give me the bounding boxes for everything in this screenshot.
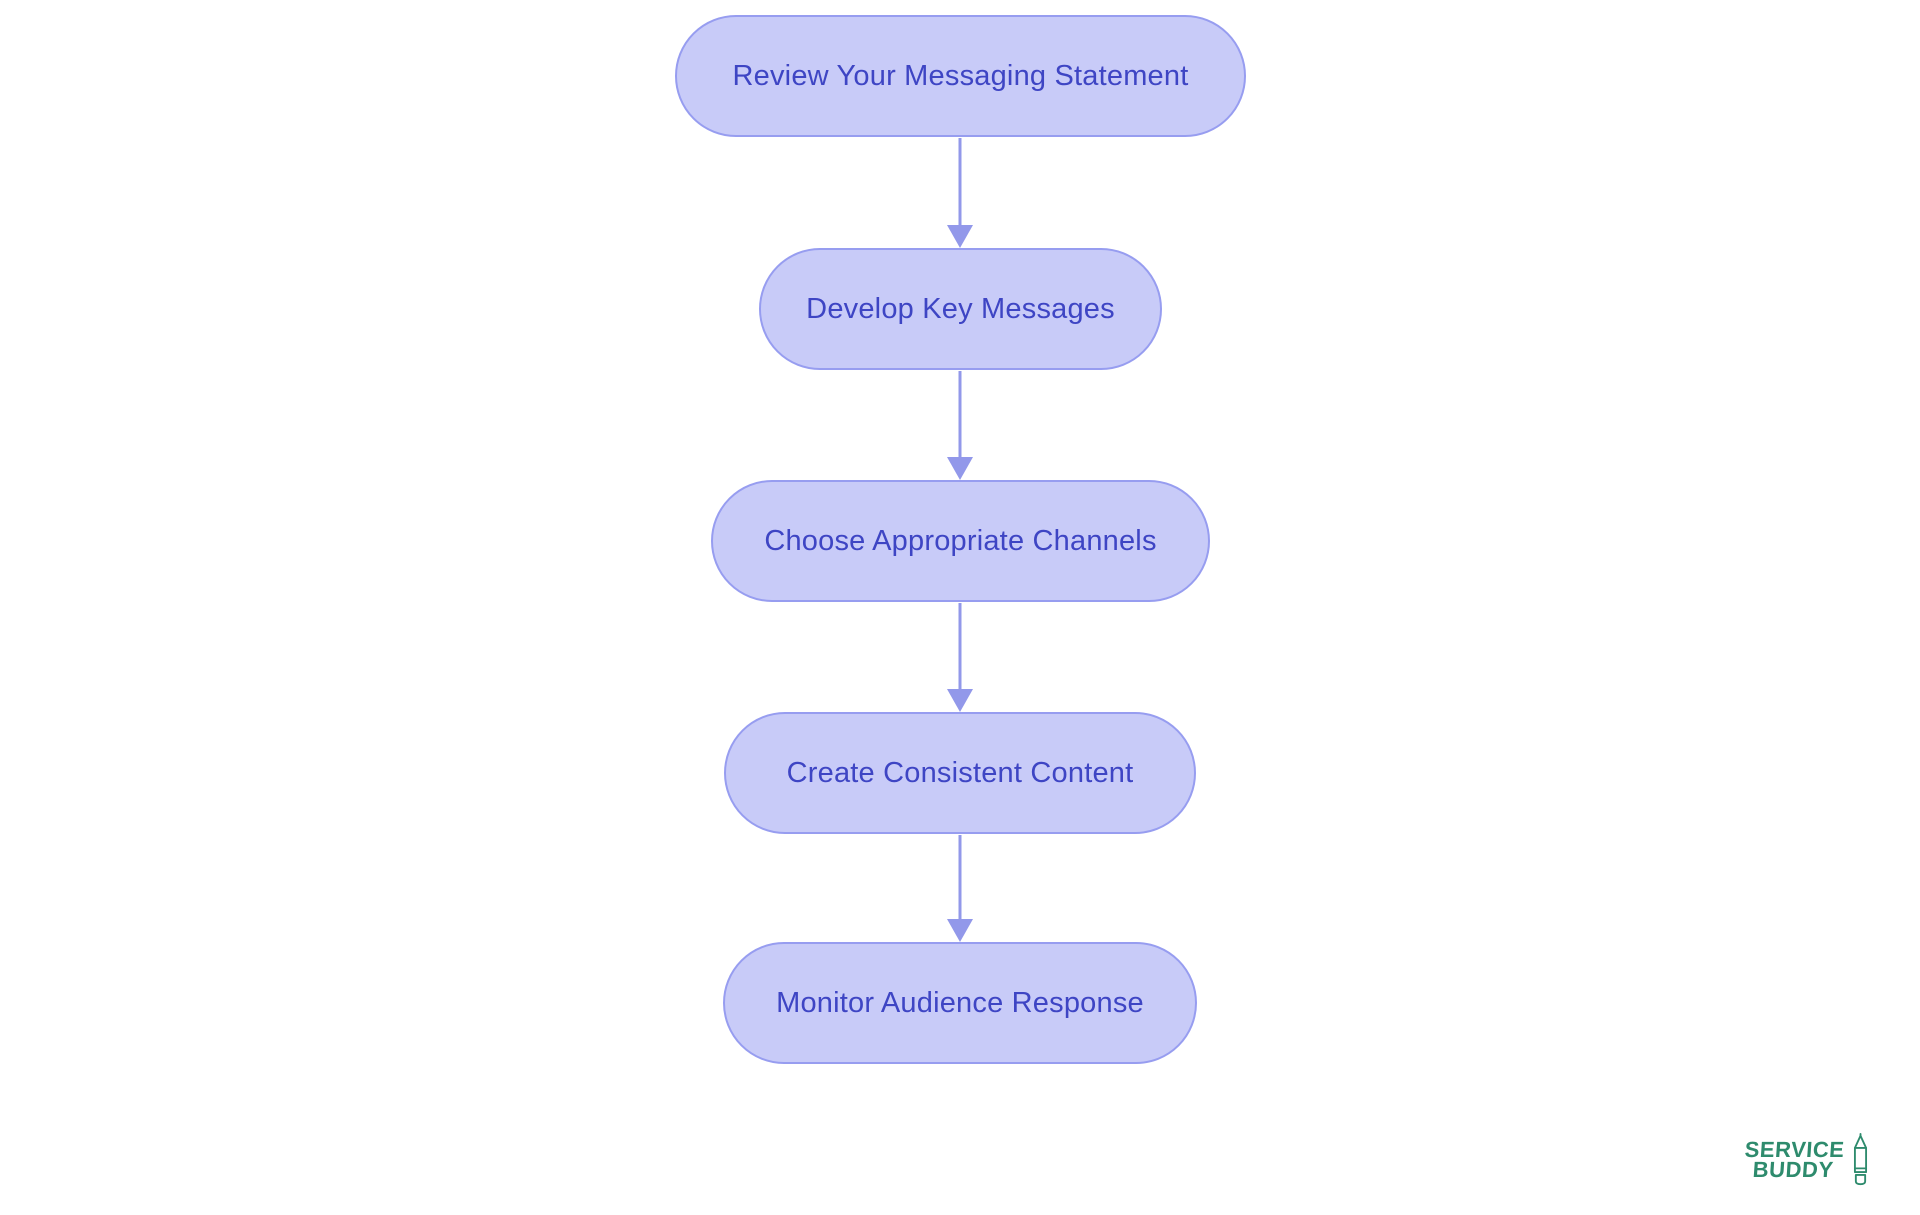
node-label: Create Consistent Content bbox=[786, 756, 1134, 789]
node-label: Develop Key Messages bbox=[806, 292, 1115, 325]
logo-line2: BUDDY bbox=[1752, 1157, 1835, 1182]
node-label: Choose Appropriate Channels bbox=[764, 524, 1157, 557]
flow-node-review-messaging-statement: Review Your Messaging Statement bbox=[675, 15, 1246, 137]
flow-node-develop-key-messages: Develop Key Messages bbox=[759, 248, 1162, 370]
pencil-icon bbox=[1853, 1133, 1868, 1186]
flow-arrow-4 bbox=[947, 835, 973, 942]
arrow-line bbox=[958, 371, 962, 462]
arrow-head-icon bbox=[947, 457, 973, 480]
arrow-head-icon bbox=[947, 689, 973, 712]
arrow-line bbox=[958, 835, 962, 924]
flow-arrow-2 bbox=[947, 371, 973, 480]
arrow-head-icon bbox=[947, 225, 973, 248]
arrow-head-icon bbox=[947, 919, 973, 942]
flow-arrow-3 bbox=[947, 603, 973, 712]
arrow-line bbox=[958, 603, 962, 694]
arrow-line bbox=[958, 138, 962, 230]
flow-node-choose-appropriate-channels: Choose Appropriate Channels bbox=[711, 480, 1210, 602]
flow-arrow-1 bbox=[947, 138, 973, 248]
service-buddy-logo: SERVICE BUDDY bbox=[1744, 1133, 1870, 1187]
node-label: Monitor Audience Response bbox=[776, 986, 1144, 1019]
flow-node-create-consistent-content: Create Consistent Content bbox=[724, 712, 1196, 834]
flow-node-monitor-audience-response: Monitor Audience Response bbox=[723, 942, 1197, 1064]
logo-wordmark: SERVICE BUDDY bbox=[1743, 1137, 1845, 1182]
node-label: Review Your Messaging Statement bbox=[732, 59, 1189, 92]
